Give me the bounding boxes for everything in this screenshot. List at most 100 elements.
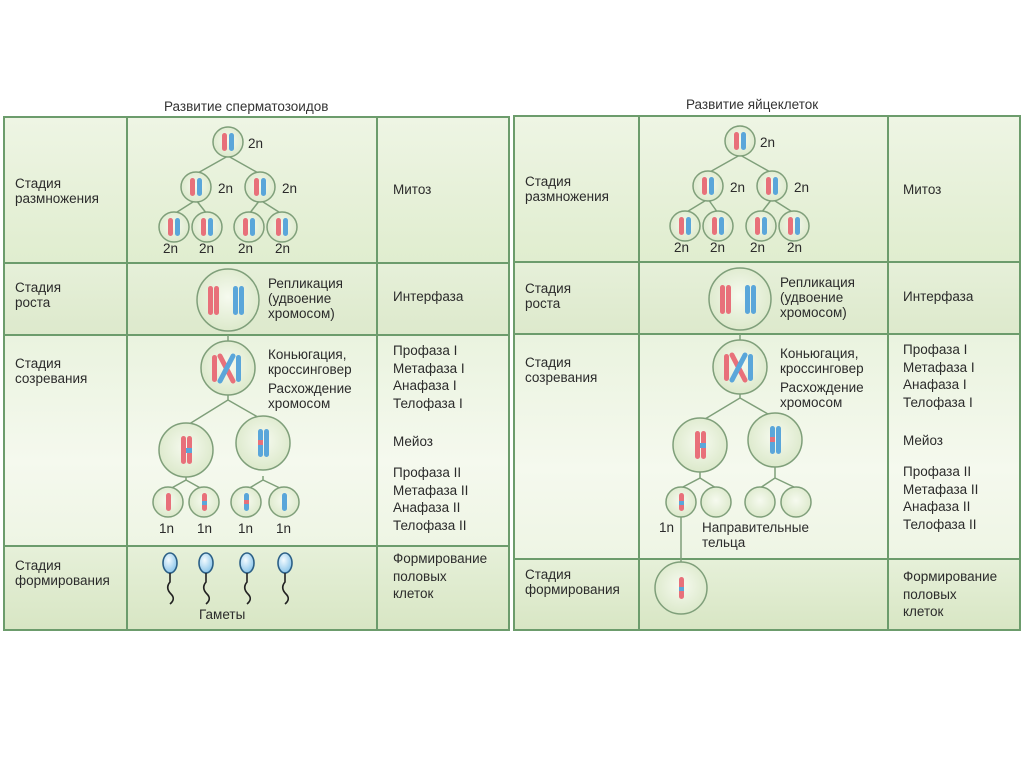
cell-reproduction-top-o — [724, 125, 756, 157]
ploidy-1n-o: 1n — [659, 520, 674, 535]
process-meiosis-2-o: Профаза II Метафаза II Анафаза II Телофа… — [903, 464, 979, 532]
oogenesis-title: Развитие яйцеклеток — [686, 97, 819, 112]
ploidy-2n-bot-1-o: 2n — [674, 240, 689, 255]
sperm-icon — [277, 552, 293, 605]
process-meiosis: Мейоз — [393, 434, 433, 449]
conjugation-text-4: хромосом — [268, 396, 330, 411]
cell-reproduction-bot-3 — [233, 211, 265, 243]
ploidy-1n-1: 1n — [159, 521, 174, 536]
right-chromosomes — [679, 132, 800, 599]
cell-growth — [196, 268, 260, 332]
conjugation-text-2: кроссинговер — [268, 362, 352, 377]
ploidy-2n-mid-right-o: 2n — [794, 180, 809, 195]
ploidy-1n-2: 1n — [197, 521, 212, 536]
right-connectors — [680, 154, 797, 563]
gametes-label: Гаметы — [199, 607, 245, 622]
formation-row-o — [515, 558, 1019, 629]
ploidy-2n-bot-4: 2n — [275, 241, 290, 256]
cell-reproduction-bot-1-o — [669, 210, 701, 242]
replicated-chromosomes-icon — [208, 286, 244, 315]
sperm-cells — [162, 552, 293, 605]
replication-text-1: Репликация — [268, 276, 343, 291]
formation-row — [5, 545, 508, 629]
crossing-over-icon — [724, 352, 753, 383]
chromosome-pair-icon — [679, 132, 800, 235]
ploidy-2n-mid-left-o: 2n — [730, 180, 745, 195]
sperm-icon — [239, 552, 255, 605]
process-meiosis-2: Профаза II Метафаза II Анафаза II Телофа… — [393, 465, 469, 533]
conjugation-text-3: Расхождение — [268, 381, 352, 396]
process-interphase-o: Интерфаза — [903, 289, 974, 304]
cell-reproduction-bot-3-o — [745, 210, 777, 242]
polar-bodies-label-2: тельца — [702, 535, 746, 550]
cell-growth-o — [708, 267, 772, 331]
ploidy-2n-bot-3-o: 2n — [750, 240, 765, 255]
conjugation-text-4-o: хромосом — [780, 395, 842, 410]
process-mitosis: Митоз — [393, 182, 432, 197]
process-interphase: Интерфаза — [393, 289, 464, 304]
stage-label-formation-o: Стадия формирования — [525, 567, 620, 597]
right-svg-labels: 2n 2n 2n 2n 2n 2n 2n Репликация (удвоени… — [659, 135, 864, 550]
ploidy-2n-bot-2: 2n — [199, 241, 214, 256]
dyad-chromosome-icon — [181, 429, 269, 464]
dyad-chromosome-icon — [695, 426, 781, 459]
cell-reproduction-mid-right — [244, 171, 276, 203]
process-meiosis-1: Профаза I Метафаза I Анафаза I Телофаза … — [393, 343, 465, 411]
conjugation-text-2-o: кроссинговер — [780, 361, 864, 376]
process-gamete-formation-o: Формирование половых клеток — [903, 569, 998, 619]
ploidy-1n-3: 1n — [238, 521, 253, 536]
replication-text-1-o: Репликация — [780, 275, 855, 290]
stage-label-reproduction-o: Стадия размножения — [525, 174, 609, 204]
cell-reproduction-bot-2-o — [702, 210, 734, 242]
ploidy-2n-top-o: 2n — [760, 135, 775, 150]
single-chromatid-icon — [166, 493, 287, 511]
ploidy-1n-4: 1n — [276, 521, 291, 536]
polar-bodies-label-1: Направительные — [702, 520, 809, 535]
cell-polar-body-2 — [744, 486, 776, 518]
process-meiosis-o: Мейоз — [903, 433, 943, 448]
ploidy-2n-mid-right: 2n — [282, 181, 297, 196]
ploidy-2n-bot-3: 2n — [238, 241, 253, 256]
ploidy-2n-bot-4-o: 2n — [787, 240, 802, 255]
conjugation-text-1-o: Коньюгация, — [780, 346, 858, 361]
stage-label-maturation-o: Стадия созревания — [525, 355, 598, 385]
conjugation-text-1: Коньюгация, — [268, 347, 346, 362]
chromosome-pair-icon — [168, 133, 288, 236]
cell-reproduction-mid-right-o — [756, 170, 788, 202]
process-gamete-formation: Формирование половых клеток — [393, 551, 488, 601]
cell-reproduction-top — [212, 126, 244, 158]
cell-polar-body-1 — [700, 486, 732, 518]
replication-text-3: хромосом) — [268, 306, 335, 321]
left-chromosomes — [166, 133, 288, 511]
sperm-icon — [162, 552, 178, 605]
ploidy-2n-bot-2-o: 2n — [710, 240, 725, 255]
sperm-icon — [198, 552, 214, 605]
stage-label-growth-o: Стадия роста — [525, 281, 572, 311]
replication-text-2-o: (удвоение — [780, 290, 843, 305]
conjugation-text-3-o: Расхождение — [780, 380, 864, 395]
cell-reproduction-bot-4 — [266, 211, 298, 243]
cell-reproduction-bot-2 — [191, 211, 223, 243]
cell-reproduction-bot-1 — [158, 211, 190, 243]
stage-label-formation: Стадия формирования — [15, 558, 110, 588]
single-chromatid-icon — [679, 493, 684, 599]
replicated-chromosomes-icon — [720, 285, 756, 314]
left-svg-labels: 2n 2n 2n 2n 2n 2n 2n Репликация (удвоени… — [159, 136, 352, 622]
cell-polar-body-3 — [780, 486, 812, 518]
ploidy-2n-top: 2n — [248, 136, 263, 151]
crossing-over-icon — [212, 353, 241, 384]
ploidy-2n-mid-left: 2n — [218, 181, 233, 196]
stage-label-growth: Стадия роста — [15, 280, 62, 310]
spermatogenesis-title: Развитие сперматозоидов — [164, 99, 329, 114]
stage-label-maturation: Стадия созревания — [15, 356, 88, 386]
replication-text-3-o: хромосом) — [780, 305, 847, 320]
stage-label-reproduction: Стадия размножения — [15, 176, 99, 206]
cell-reproduction-mid-left-o — [692, 170, 724, 202]
cell-reproduction-mid-left — [180, 171, 212, 203]
replication-text-2: (удвоение — [268, 291, 331, 306]
ploidy-2n-bot-1: 2n — [163, 241, 178, 256]
cell-reproduction-bot-4-o — [778, 210, 810, 242]
process-meiosis-1-o: Профаза I Метафаза I Анафаза I Телофаза … — [903, 342, 975, 410]
process-mitosis-o: Митоз — [903, 182, 942, 197]
